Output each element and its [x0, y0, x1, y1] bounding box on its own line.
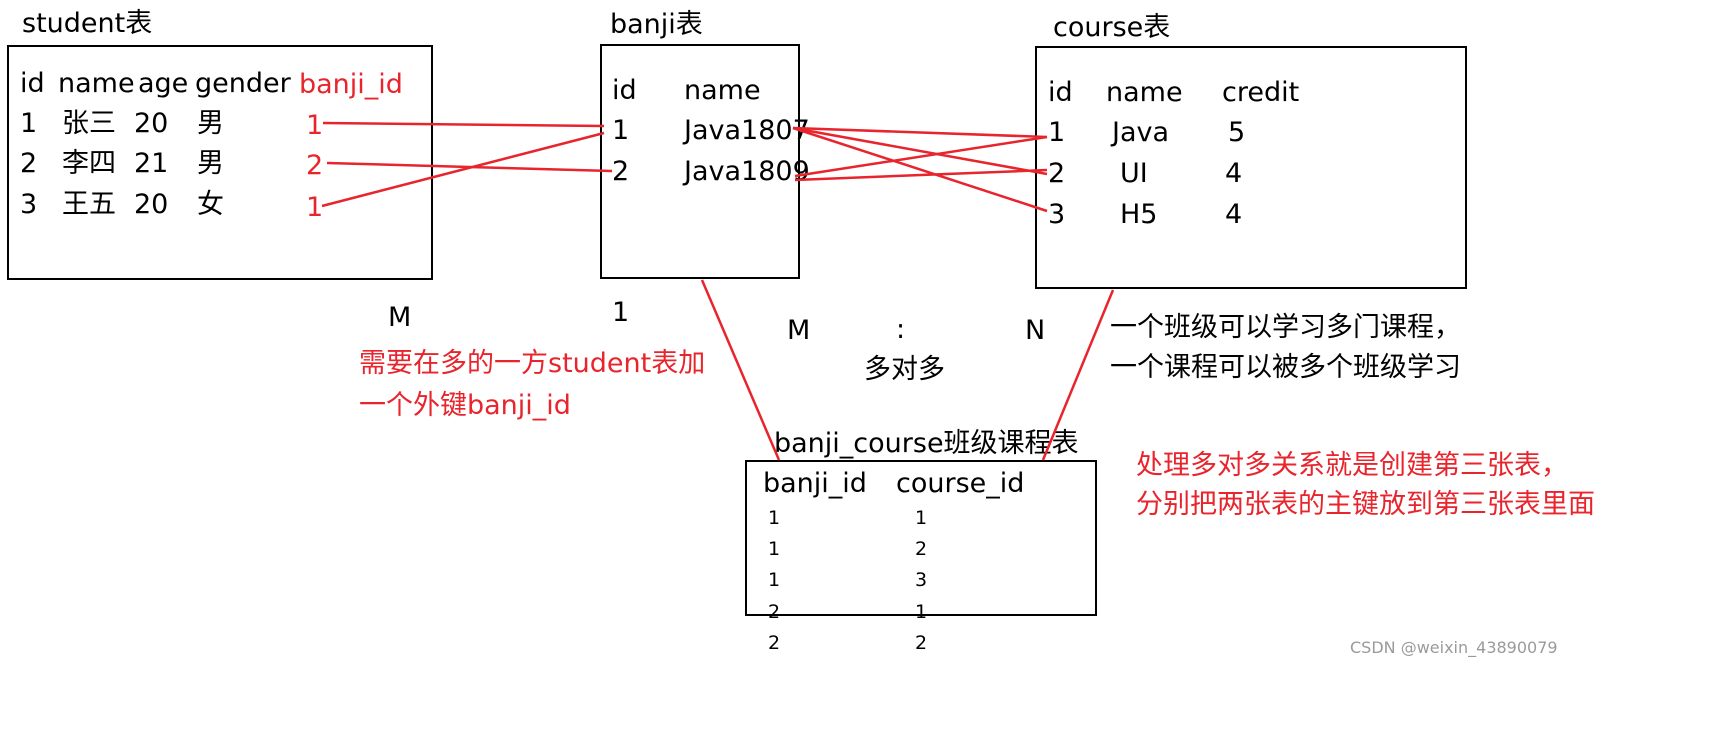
banji-course-header-banji-id: banji_id: [763, 468, 867, 499]
fk-line-student-3-banji-1: [321, 131, 605, 208]
banji-course-row-2-banji-id: 1: [768, 538, 781, 560]
course-row-1-name: Java: [1112, 117, 1170, 148]
course-header-id: id: [1048, 77, 1073, 108]
banji-course-row-3-banji-id: 1: [768, 569, 781, 591]
mn-line-java1807-course-2: [792, 126, 1048, 176]
banji-course-row-1-course-id: 1: [915, 507, 928, 529]
banji-course-row-3-course-id: 3: [915, 569, 928, 591]
cardinality-m-student: M: [388, 302, 412, 333]
banji-course-row-4-course-id: 1: [915, 601, 928, 623]
mn-note-line-1: 一个班级可以学习多门课程，: [1110, 312, 1461, 343]
banji-course-table-title: banji_course班级课程表: [774, 428, 1079, 459]
student-row-3-id: 3: [20, 189, 38, 220]
banji-table: [600, 44, 800, 279]
course-row-3-credit: 4: [1225, 199, 1243, 230]
course-header-name: name: [1106, 77, 1183, 108]
banji-table-title: banji表: [610, 9, 703, 40]
cardinality-colon: :: [896, 314, 906, 345]
course-row-2-name: UI: [1120, 158, 1148, 189]
cardinality-one-banji: 1: [612, 297, 630, 328]
student-row-2-name: 李四: [62, 148, 116, 179]
mn-line-java1807-course-1: [792, 126, 1048, 139]
banji-course-table: [745, 460, 1097, 616]
cardinality-m-banji: M: [787, 315, 811, 346]
banji-row-2-id: 2: [612, 156, 630, 187]
student-row-3-age: 20: [134, 189, 169, 220]
junction-note-line-2: 分别把两张表的主键放到第三张表里面: [1136, 489, 1595, 520]
banji-course-row-5-banji-id: 2: [768, 632, 781, 654]
cardinality-n-course: N: [1025, 315, 1046, 346]
course-table-title: course表: [1053, 12, 1171, 43]
banji-course-row-5-course-id: 2: [915, 632, 928, 654]
student-header-banji-id: banji_id: [299, 69, 403, 100]
student-row-1-name: 张三: [62, 108, 116, 139]
link-course-to-junction: [1041, 289, 1115, 461]
student-row-2-gender: 男: [197, 148, 224, 179]
link-banji-to-junction: [700, 279, 781, 461]
student-row-3-gender: 女: [197, 189, 224, 220]
student-table: [7, 45, 433, 280]
csdn-watermark: CSDN @weixin_43890079: [1350, 638, 1558, 657]
course-row-1-credit: 5: [1228, 117, 1246, 148]
banji-course-header-course-id: course_id: [896, 468, 1025, 499]
course-header-credit: credit: [1222, 77, 1300, 108]
fk-note-line-2: 一个外键banji_id: [359, 390, 571, 421]
course-row-2-credit: 4: [1225, 158, 1243, 189]
course-row-3-name: H5: [1120, 199, 1158, 230]
mn-line-java1807-course-3: [792, 126, 1048, 213]
student-header-id: id: [20, 68, 45, 99]
mn-note-line-2: 一个课程可以被多个班级学习: [1110, 352, 1461, 383]
course-row-3-id: 3: [1048, 199, 1066, 230]
student-row-1-banji-id: 1: [306, 110, 324, 141]
banji-course-row-2-course-id: 2: [915, 538, 928, 560]
student-row-1-gender: 男: [197, 108, 224, 139]
fk-note-line-1: 需要在多的一方student表加: [359, 348, 706, 379]
student-header-age: age: [138, 68, 189, 99]
student-row-2-age: 21: [134, 148, 169, 179]
mn-line-java1809-course-2: [794, 168, 1048, 182]
fk-line-student-1-banji-1: [322, 121, 605, 128]
course-row-2-id: 2: [1048, 158, 1066, 189]
junction-note-line-1: 处理多对多关系就是创建第三张表，: [1136, 450, 1568, 481]
banji-row-1-name: Java1807: [684, 115, 810, 146]
many-to-many-label: 多对多: [864, 354, 945, 385]
mn-line-java1809-course-1: [794, 135, 1048, 178]
banji-row-2-name: Java1809: [684, 156, 810, 187]
student-header-gender: gender: [195, 68, 291, 99]
student-row-2-id: 2: [20, 148, 38, 179]
student-row-3-name: 王五: [62, 189, 116, 220]
banji-course-row-1-banji-id: 1: [768, 507, 781, 529]
banji-header-id: id: [612, 75, 637, 106]
course-row-1-id: 1: [1048, 117, 1066, 148]
banji-course-row-4-banji-id: 2: [768, 601, 781, 623]
course-table: [1035, 46, 1467, 289]
student-row-3-banji-id: 1: [306, 192, 324, 223]
student-row-1-age: 20: [134, 108, 169, 139]
banji-header-name: name: [684, 75, 761, 106]
student-row-1-id: 1: [20, 108, 38, 139]
banji-row-1-id: 1: [612, 115, 630, 146]
student-row-2-banji-id: 2: [306, 150, 324, 181]
student-table-title: student表: [22, 8, 153, 39]
student-header-name: name: [58, 68, 135, 99]
